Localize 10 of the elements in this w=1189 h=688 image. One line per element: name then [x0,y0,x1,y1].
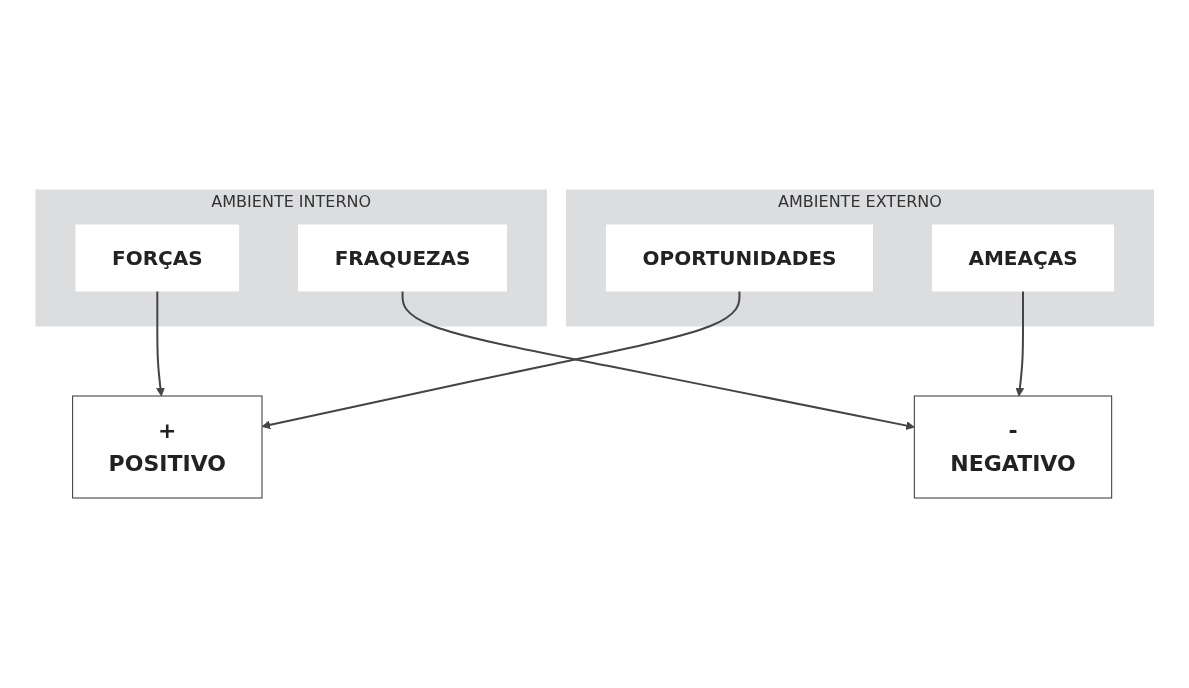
arrow [261,290,741,430]
arrow [1015,290,1024,397]
node-box: - NEGATIVO [913,395,1112,499]
node-box: OPORTUNIDADES [605,224,873,292]
arrow [155,290,165,397]
node-box: + POSITIVO [71,395,263,499]
node-box: FRAQUEZAS [297,224,507,292]
node-box: AMEAÇAS [931,224,1114,292]
arrow [401,290,915,430]
node-box: FORÇAS [75,224,239,292]
